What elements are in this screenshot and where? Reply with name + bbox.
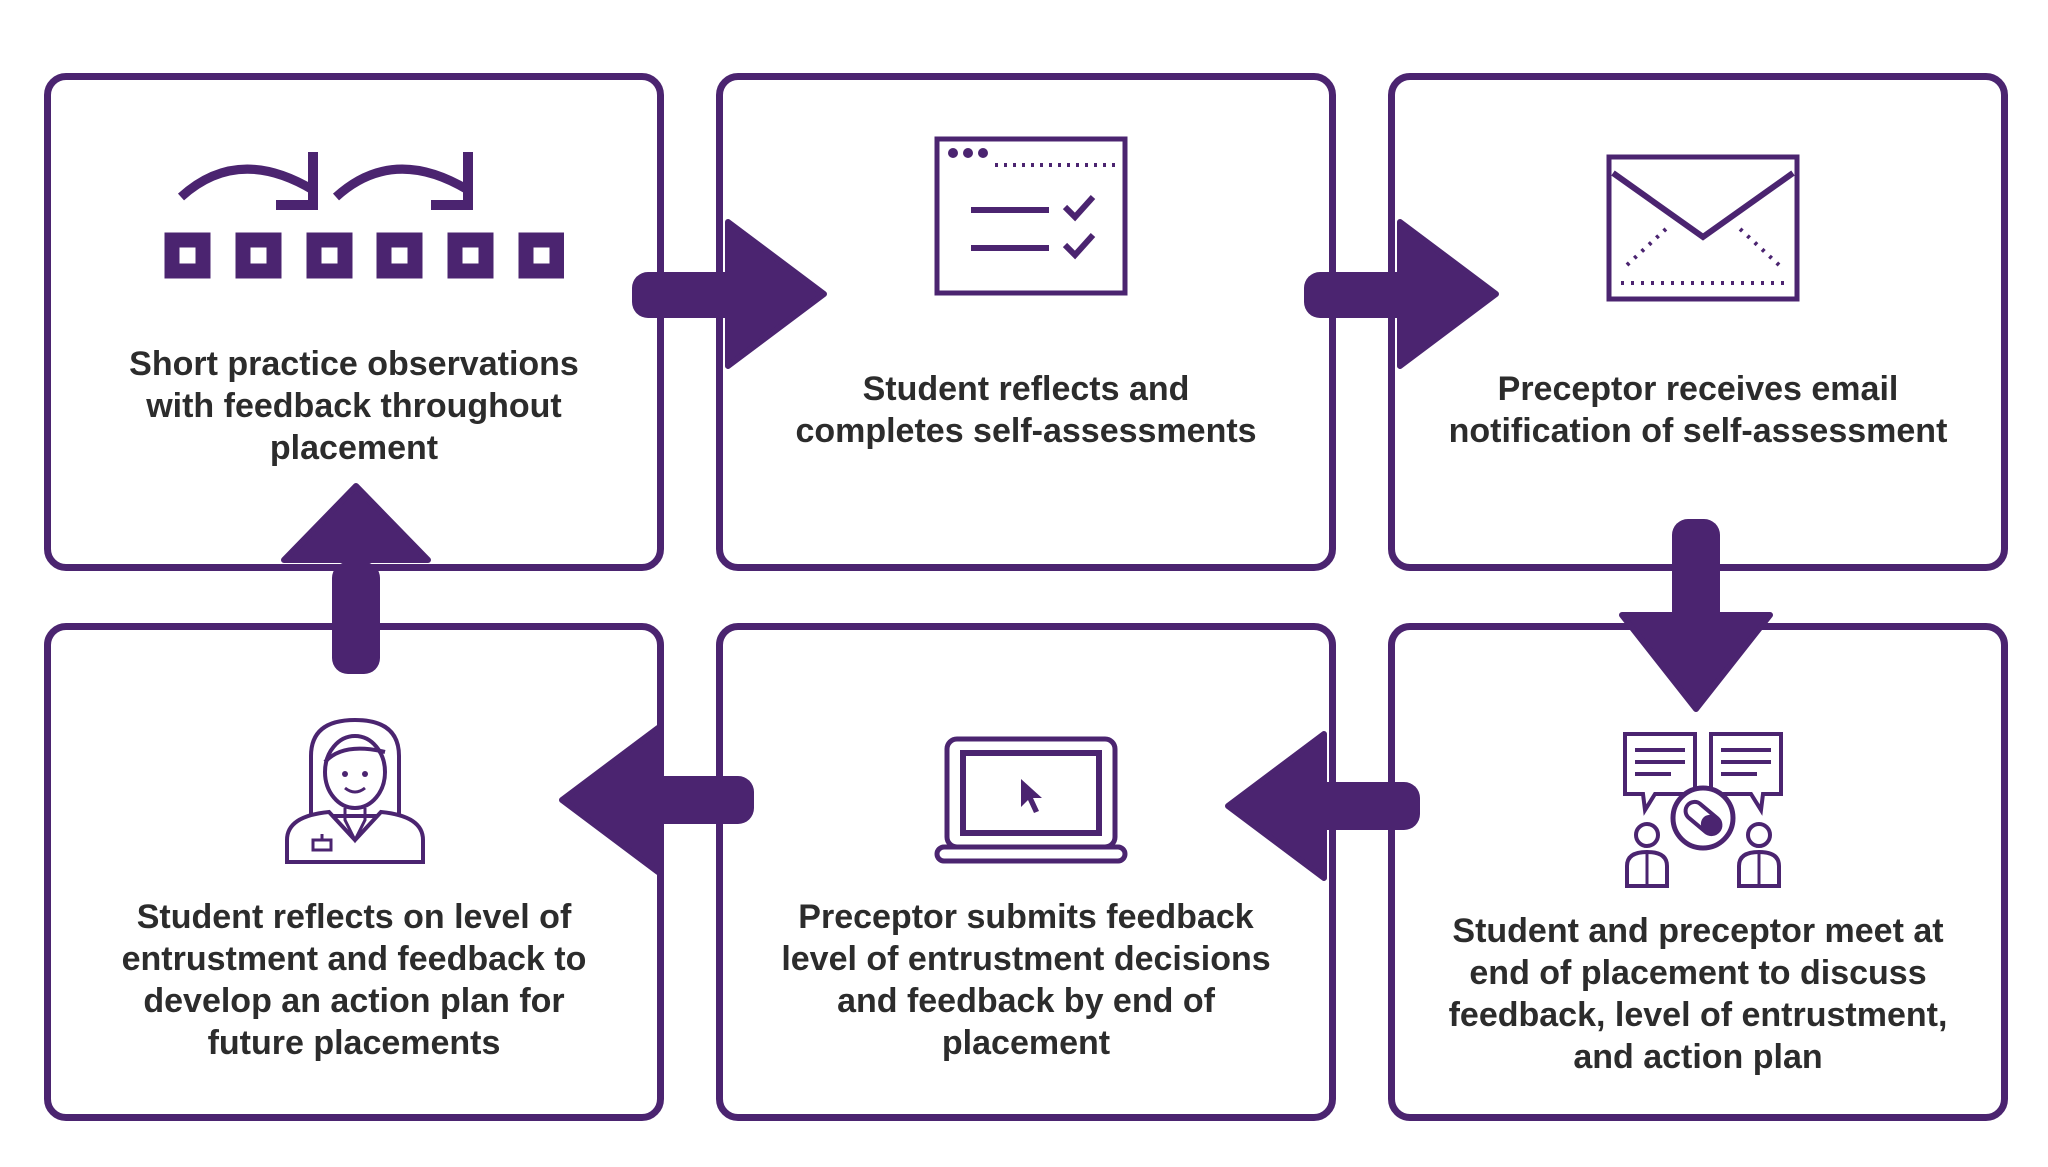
step-label-6: Student reflects on level of entrustment…	[121, 898, 587, 1062]
sequence-flow-icon	[164, 152, 564, 279]
arrow-step1-to-step2	[632, 219, 827, 369]
arrow-step4-to-step5	[1225, 731, 1420, 881]
step-label-2: Student reflects and completes self-asse…	[795, 370, 1257, 450]
step-box-5: Preceptor submits feedback level of entr…	[716, 623, 1336, 1121]
browser-checklist-icon	[934, 136, 1128, 296]
step-label-4: Student and preceptor meet at end of pla…	[1448, 912, 1948, 1076]
step-box-4: Student and preceptor meet at end of pla…	[1388, 623, 2008, 1121]
step-label-5: Preceptor submits feedback level of entr…	[781, 898, 1271, 1062]
arrow-step2-to-step3	[1304, 219, 1499, 369]
step-box-2: Student reflects and completes self-asse…	[716, 73, 1336, 571]
arrow-step3-to-step4	[1619, 519, 1773, 712]
arrow-step6-to-step1	[281, 483, 431, 674]
envelope-icon	[1606, 154, 1800, 302]
step-box-6: Student reflects on level of entrustment…	[44, 623, 664, 1121]
arrow-step5-to-step6	[559, 725, 754, 875]
student-avatar-icon	[285, 717, 425, 864]
laptop-icon	[934, 736, 1128, 864]
step-label-3: Preceptor receives email notification of…	[1448, 370, 1948, 450]
step-label-1: Short practice observations with feedbac…	[129, 345, 579, 467]
meeting-discussion-icon	[1623, 732, 1783, 888]
